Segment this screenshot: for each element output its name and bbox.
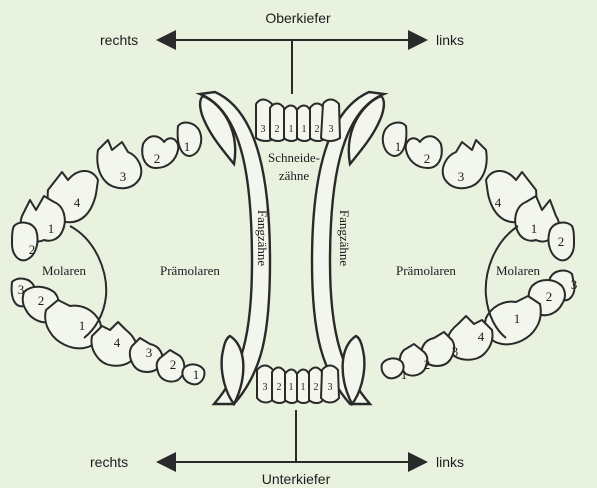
tooth-number: 3 <box>263 382 268 393</box>
tooth-number: 2 <box>315 124 320 135</box>
upper-left-arch: 1 2 3 4 1 2 <box>383 123 574 261</box>
tooth-number: 3 <box>452 344 459 359</box>
tooth-number: 3 <box>146 345 153 360</box>
tooth-number: 3 <box>261 124 266 135</box>
upper-incisors: 3 2 1 1 2 3 <box>256 100 340 142</box>
tooth-number: 4 <box>495 195 502 210</box>
tooth-number: 3 <box>328 382 333 393</box>
premolars-label-left: Prämolaren <box>396 263 456 278</box>
lower-jaw-title: Unterkiefer <box>262 471 331 487</box>
premolar-upper <box>443 140 487 188</box>
incisors-label-line1: Schneide- <box>268 150 320 165</box>
tooth-number: 1 <box>395 139 402 154</box>
tooth-number: 1 <box>531 221 538 236</box>
upper-right-label: rechts <box>100 32 138 48</box>
tooth-number: 1 <box>289 382 294 393</box>
tooth-number: 1 <box>514 311 521 326</box>
tooth-number: 2 <box>424 357 431 372</box>
canines-label-right: Fangzähne <box>255 210 270 267</box>
tooth-number: 2 <box>558 234 565 249</box>
premolars-label-right: Prämolaren <box>160 263 220 278</box>
tooth-number: 1 <box>401 367 408 382</box>
tooth-number: 3 <box>571 277 578 292</box>
tooth-number: 2 <box>170 357 177 372</box>
incisors-label-line2: zähne <box>279 168 310 183</box>
molars-label-left: Molaren <box>496 263 541 278</box>
tooth-number: 2 <box>29 242 36 257</box>
tooth-number: 2 <box>38 293 45 308</box>
lower-right-arch: 3 2 1 4 3 2 1 <box>12 279 205 385</box>
tooth-number: 1 <box>289 124 294 135</box>
tooth-number: 2 <box>154 151 161 166</box>
tooth-number: 2 <box>546 289 553 304</box>
tooth-number: 1 <box>193 367 200 382</box>
incisor-upper <box>270 104 285 142</box>
tooth-number: 2 <box>277 382 282 393</box>
lower-left-label: links <box>436 454 464 470</box>
lower-right-label: rechts <box>90 454 128 470</box>
tooth-number: 3 <box>120 169 127 184</box>
upper-right-arch: 1 2 3 4 1 2 <box>12 123 201 261</box>
tooth-number: 1 <box>301 382 306 393</box>
tooth-number: 4 <box>74 195 81 210</box>
tooth-number: 4 <box>114 335 121 350</box>
tooth-number: 1 <box>79 318 86 333</box>
tooth-number: 3 <box>18 282 25 297</box>
upper-left-label: links <box>436 32 464 48</box>
tooth-number: 4 <box>478 329 485 344</box>
canines-label-left: Fangzähne <box>337 210 352 267</box>
tooth-number: 3 <box>329 124 334 135</box>
lower-left-arch: 3 2 1 4 3 2 1 <box>382 271 578 382</box>
lower-incisors: 3 2 1 1 2 3 <box>257 366 339 404</box>
tooth-number: 1 <box>184 139 191 154</box>
tooth-number: 2 <box>424 151 431 166</box>
tooth-number: 2 <box>275 124 280 135</box>
upper-jaw-title: Oberkiefer <box>265 10 331 26</box>
molars-label-right: Molaren <box>42 263 87 278</box>
tooth-number: 3 <box>458 169 465 184</box>
tooth-number: 1 <box>302 124 307 135</box>
tooth-number: 1 <box>48 221 55 236</box>
tooth-number: 2 <box>314 382 319 393</box>
